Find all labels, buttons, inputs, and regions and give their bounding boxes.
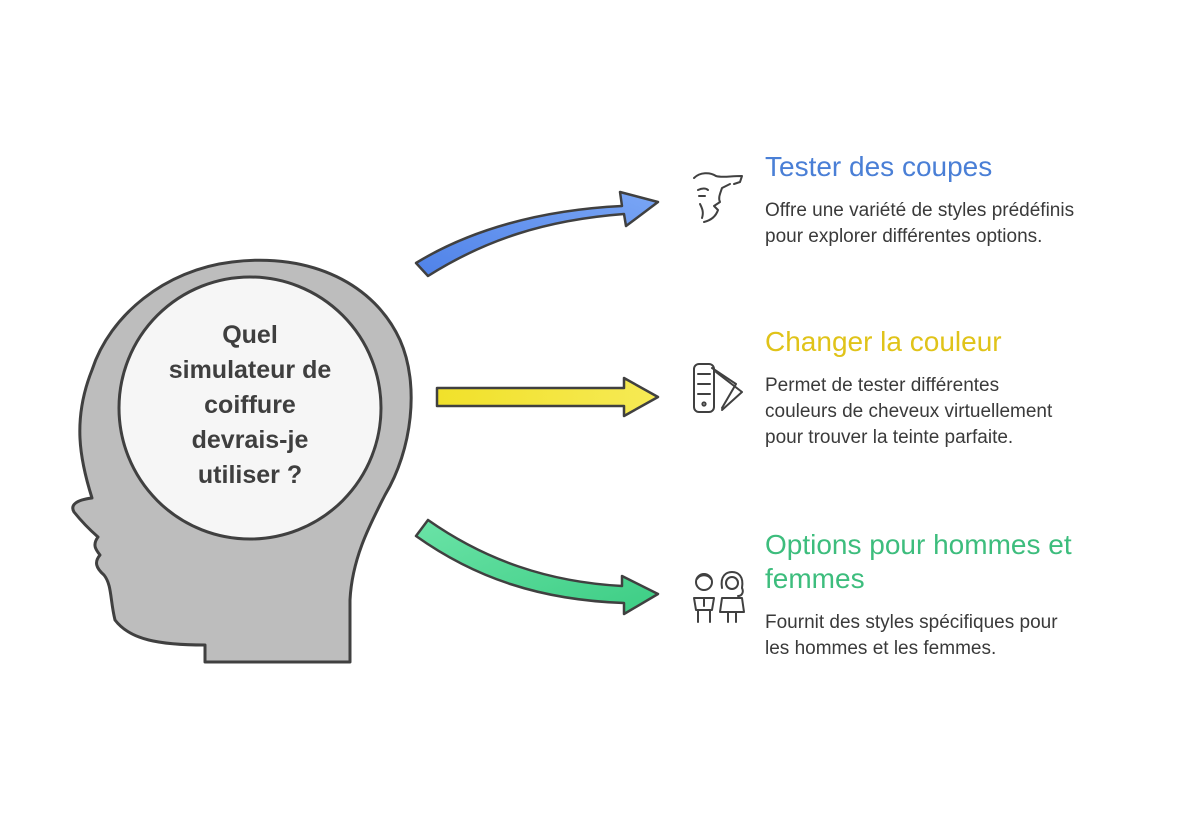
option-desc-line: pour explorer différentes options. (765, 226, 1043, 247)
option-description: Fournit des styles spécifiques pour les … (765, 610, 1145, 662)
question-line: devrais-je (191, 426, 309, 454)
question-line: simulateur de (168, 356, 332, 384)
option-desc-line: Fournit des styles spécifiques pour (765, 612, 1058, 633)
option-desc-line: pour trouver la teinte parfaite. (765, 427, 1014, 448)
option-title: Changer la couleur (765, 326, 1002, 357)
option-title-line: femmes (765, 563, 865, 594)
option-tester-coupes: Tester des coupes Offre une variété de s… (765, 150, 1145, 250)
option-desc-line: les hommes et les femmes. (765, 638, 997, 659)
option-desc-line: couleurs de cheveux virtuellement (765, 401, 1053, 422)
option-description: Offre une variété de styles prédéfinis p… (765, 198, 1145, 250)
option-hommes-femmes: Options pour hommes et femmes Fournit de… (765, 528, 1145, 662)
central-question: Quel simulateur de coiffure devrais-je u… (130, 318, 370, 493)
option-desc-line: Permet de tester différentes (765, 375, 1000, 396)
option-desc-line: Offre une variété de styles prédéfinis (765, 200, 1075, 221)
arrow-to-changer-couleur (435, 376, 660, 418)
color-swatch-icon (693, 363, 743, 413)
face-profile-icon (693, 172, 743, 223)
arrow-to-tester-coupes (414, 190, 660, 278)
option-description: Permet de tester différentes couleurs de… (765, 373, 1145, 451)
option-title: Tester des coupes (765, 151, 993, 182)
arrow-to-hommes-femmes (414, 518, 660, 616)
option-title-line: Options pour hommes et (765, 529, 1072, 560)
man-woman-icon (693, 571, 745, 623)
question-line: utiliser ? (197, 461, 303, 489)
question-line: coiffure (204, 391, 296, 419)
option-title: Options pour hommes et femmes (765, 528, 1145, 596)
option-changer-couleur: Changer la couleur Permet de tester diff… (765, 325, 1145, 451)
question-circle (117, 275, 383, 541)
question-line: Quel (222, 321, 278, 349)
